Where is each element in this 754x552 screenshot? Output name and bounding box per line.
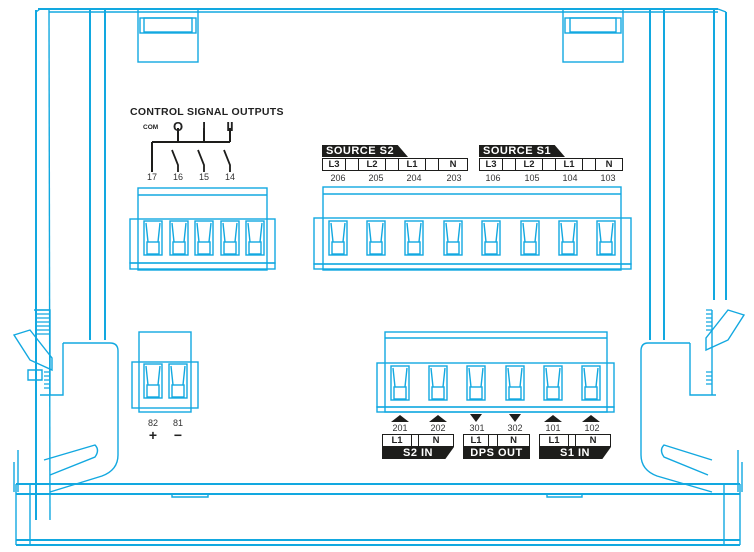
- s2-in-label: S2 IN: [382, 447, 454, 459]
- terminal-201: 201: [392, 423, 408, 433]
- phase-label: L1: [399, 159, 426, 170]
- terminal-302: 302: [507, 423, 523, 433]
- control-terminal-screws: [143, 220, 265, 256]
- terminal-205: 205: [368, 173, 384, 183]
- source-s1-title: SOURCE S1: [479, 145, 565, 157]
- minus-icon: −: [173, 427, 183, 443]
- phase-label: L2: [359, 159, 386, 170]
- dps-out-label: DPS OUT: [463, 447, 530, 459]
- phase-label: N: [596, 159, 622, 170]
- arrow-up-icon: [582, 415, 600, 422]
- terminal-301: 301: [469, 423, 485, 433]
- terminal-103: 103: [600, 173, 616, 183]
- terminal-17: 17: [146, 172, 157, 182]
- terminal-14: 14: [224, 172, 235, 182]
- phase-label: L3: [323, 159, 346, 170]
- phase-label: L1: [556, 159, 583, 170]
- arrow-down-icon: [509, 414, 521, 422]
- plus-icon: +: [148, 427, 158, 443]
- terminal-204: 204: [406, 173, 422, 183]
- terminal-104: 104: [562, 173, 578, 183]
- s1-in-label: S1 IN: [539, 447, 611, 459]
- arrow-down-icon: [470, 414, 482, 422]
- source-s1-phase-row: L3 L2 L1 N: [479, 158, 623, 171]
- dps-out-phase-row: L1 N: [463, 434, 530, 447]
- terminal-82: 82: [147, 418, 158, 428]
- output-symbol-o: O: [172, 119, 184, 134]
- terminal-16: 16: [172, 172, 183, 182]
- phase-label: N: [439, 159, 467, 170]
- arrow-up-icon: [429, 415, 447, 422]
- source-s2-phase-row: L3 L2 L1 N: [322, 158, 468, 171]
- s2-in-phase-row: L1 N: [382, 434, 454, 447]
- terminal-105: 105: [524, 173, 540, 183]
- phase-label: L3: [480, 159, 503, 170]
- terminal-203: 203: [446, 173, 462, 183]
- com-label: COM: [143, 124, 159, 131]
- terminal-106: 106: [485, 173, 501, 183]
- arrow-up-icon: [391, 415, 409, 422]
- terminal-206: 206: [330, 173, 346, 183]
- terminal-15: 15: [198, 172, 209, 182]
- source-terminal-screws: [328, 220, 616, 256]
- terminal-81: 81: [172, 418, 183, 428]
- phase-label: L2: [516, 159, 543, 170]
- terminal-202: 202: [430, 423, 446, 433]
- source-s2-title: SOURCE S2: [322, 145, 408, 157]
- terminal-101: 101: [545, 423, 561, 433]
- output-symbol-ii: II: [226, 119, 234, 134]
- terminal-102: 102: [584, 423, 600, 433]
- output-symbol-i: I: [202, 119, 206, 134]
- control-outputs-title: CONTROL SIGNAL OUTPUTS: [130, 106, 284, 118]
- arrow-up-icon: [544, 415, 562, 422]
- s1-in-phase-row: L1 N: [539, 434, 611, 447]
